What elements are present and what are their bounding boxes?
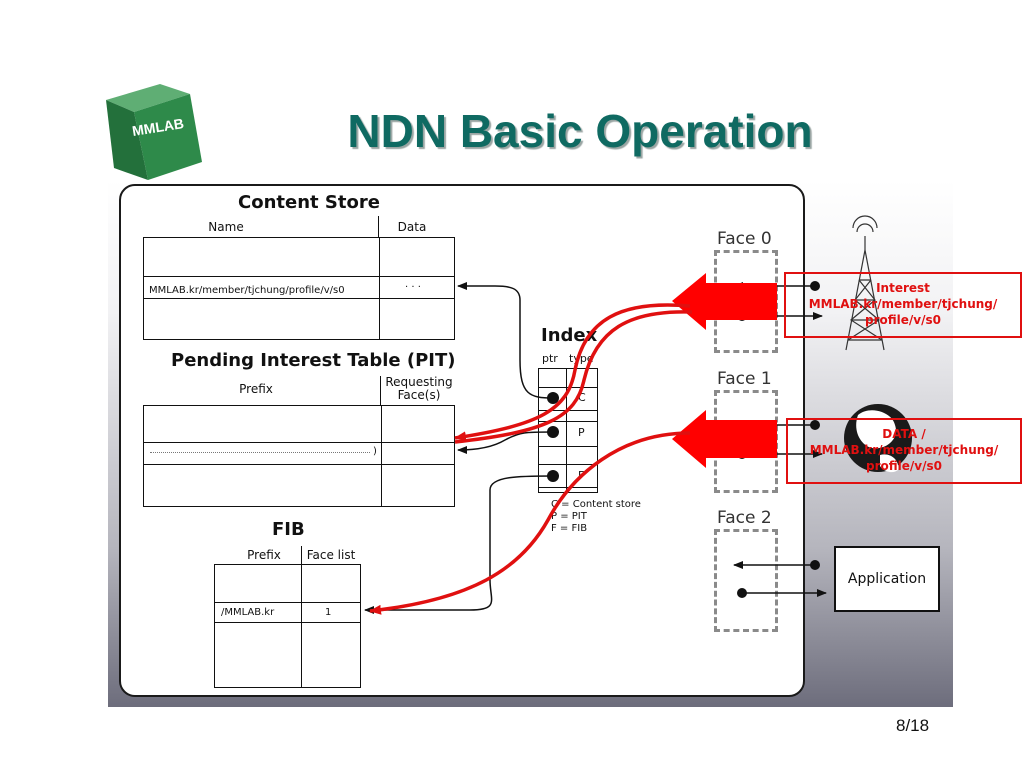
- interest-line-3: profile/v/s0: [865, 313, 941, 327]
- interest-line-1: Interest: [876, 281, 930, 295]
- fib-col-prefix: Prefix: [247, 548, 281, 562]
- pit-col-prefix: Prefix: [239, 382, 273, 396]
- pit-heading: Pending Interest Table (PIT): [171, 350, 456, 371]
- fib-row-prefix: /MMLAB.kr: [221, 607, 275, 618]
- content-store-table: [143, 237, 455, 340]
- interest-callout: Interest MMLAB.kr/member/tjchung/ profil…: [784, 272, 1022, 338]
- data-line-1: DATA /: [882, 427, 926, 441]
- fib-row-face: 1: [325, 607, 332, 618]
- fib-table: [214, 564, 361, 688]
- index-pointer-lines: [364, 282, 554, 614]
- cs-col-name: Name: [208, 220, 244, 234]
- cs-col-data: Data: [397, 220, 427, 234]
- interest-line-2: MMLAB.kr/member/tjchung/: [808, 297, 998, 311]
- pit-col-faces: Requesting Face(s): [385, 375, 453, 402]
- red-block-arrows: [672, 273, 777, 468]
- mmlab-logo-icon: [106, 84, 202, 180]
- antenna-tower-icon: [845, 215, 885, 351]
- application-box: Application: [834, 546, 940, 612]
- slide-title: NDN Basic Operation: [347, 105, 813, 157]
- pit-header-divider: [380, 376, 381, 405]
- face-2-label: Face 2: [717, 508, 772, 528]
- legend-f: F = FIB: [551, 523, 588, 534]
- data-line-2: MMLAB.kr/member/tjchung/: [809, 443, 999, 457]
- data-callout: DATA / MMLAB.kr/member/tjchung/ profile/…: [786, 418, 1022, 484]
- index-col-ptr: ptr: [542, 352, 558, 365]
- pit-row-end: ): [373, 446, 377, 457]
- index-col-type: type: [569, 352, 594, 365]
- index-type-p: P: [578, 426, 585, 439]
- face-2-box: [714, 529, 778, 632]
- page-number: 8/18: [896, 716, 930, 735]
- pit-row-faded: [150, 452, 370, 453]
- cs-row-name: MMLAB.kr/member/tjchung/profile/v/s0: [149, 285, 345, 296]
- application-label: Application: [847, 571, 927, 587]
- pit-table: [143, 405, 455, 507]
- cs-row-data: · · ·: [405, 282, 421, 293]
- globe-icon: [844, 404, 912, 473]
- cs-header-divider: [378, 216, 379, 237]
- red-flow-curves: [369, 303, 693, 615]
- index-pointer-dots: [547, 392, 559, 482]
- index-heading: Index: [541, 325, 598, 346]
- index-legend: C = Content store P = PIT F = FIB: [551, 499, 641, 535]
- fib-header-divider: [301, 546, 302, 564]
- fib-col-facelist: Face list: [306, 548, 356, 562]
- index-type-c: C: [578, 391, 586, 404]
- legend-c: C = Content store: [551, 499, 641, 510]
- data-line-3: profile/v/s0: [866, 459, 942, 473]
- face-1-label: Face 1: [717, 369, 772, 389]
- fib-heading: FIB: [272, 519, 305, 540]
- content-store-heading: Content Store: [238, 192, 380, 213]
- legend-p: P = PIT: [551, 511, 587, 522]
- face-0-label: Face 0: [717, 229, 772, 249]
